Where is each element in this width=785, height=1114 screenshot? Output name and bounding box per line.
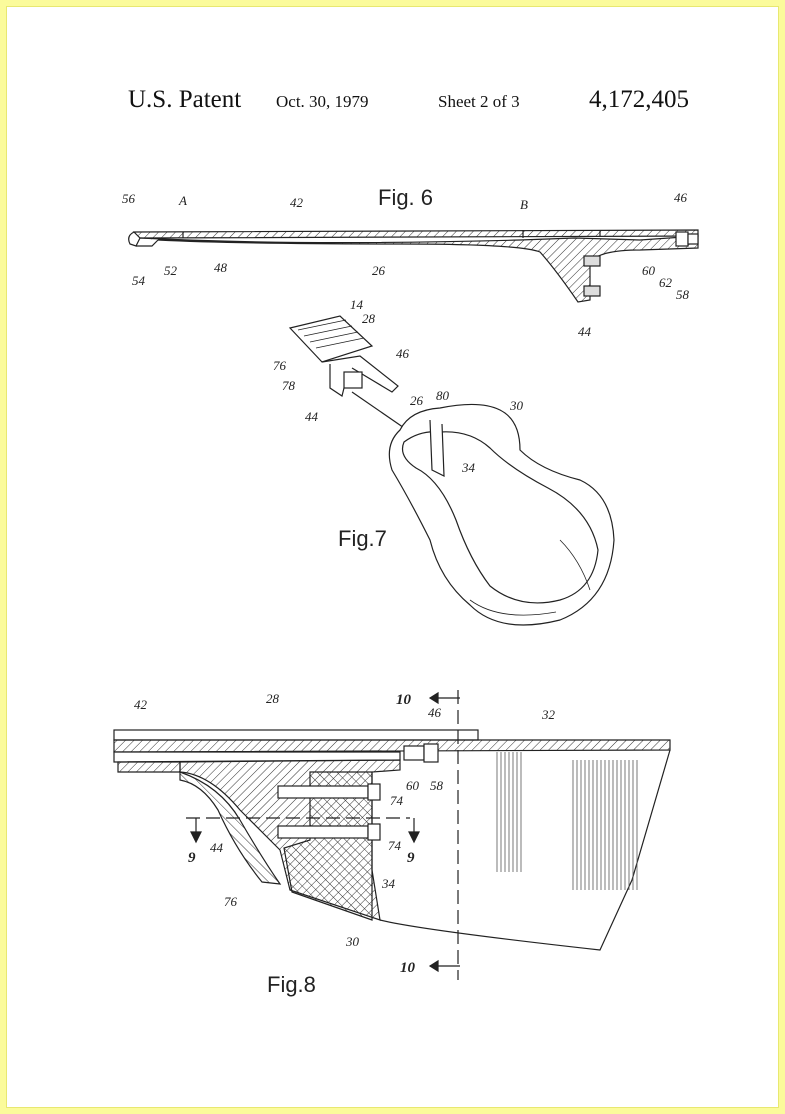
fig8-label: Fig.8: [267, 972, 316, 997]
fig6-ref: 62: [659, 275, 673, 290]
fig8-ref: 46: [428, 705, 442, 720]
fig6-ref: 42: [290, 195, 304, 210]
fig8-ref: 60: [406, 778, 420, 793]
fig8-ref: 10: [396, 692, 412, 708]
fig6-ref: 56: [122, 191, 136, 206]
fig6-ref: 60: [642, 263, 656, 278]
fig8-ref: 76: [224, 894, 238, 909]
figure-7: Fig.7: [290, 316, 614, 625]
fig7-ref: 28: [362, 311, 376, 326]
fig7-ref: 34: [461, 460, 476, 475]
fig7-ref: 26: [410, 393, 424, 408]
fig6-ref: 48: [214, 260, 228, 275]
fig7-ref: 46: [396, 346, 410, 361]
fig7-ref: 78: [282, 378, 296, 393]
fig6-ref: 52: [164, 263, 178, 278]
fig8-ref: 32: [541, 707, 556, 722]
fig8-ref: 74: [388, 838, 402, 853]
fig8-ref: 34: [381, 876, 396, 891]
fig8-ref: 28: [266, 691, 280, 706]
fig6-ref: 54: [132, 273, 146, 288]
fig7-ref: 76: [273, 358, 287, 373]
fig6-ref: 26: [372, 263, 386, 278]
fig8-ref: 44: [210, 840, 224, 855]
fig8-ref: 10: [400, 960, 416, 976]
fig6-ref: 46: [674, 190, 688, 205]
fig6-ref: A: [178, 193, 187, 208]
fig6-ref: B: [520, 197, 528, 212]
fig8-ref: 9: [188, 850, 196, 866]
fig7-label: Fig.7: [338, 526, 387, 551]
fig8-ref: 9: [407, 850, 415, 866]
fig6-ref: 44: [578, 324, 592, 339]
fig6-ref: 58: [676, 287, 690, 302]
fig8-ref: 74: [390, 793, 404, 808]
fig7-ref: 44: [305, 409, 319, 424]
fig7-ref: 30: [509, 398, 524, 413]
fig7-ref: 14: [350, 297, 364, 312]
fig7-ref: 80: [436, 388, 450, 403]
fig8-ref: 30: [345, 934, 360, 949]
fig6-label: Fig. 6: [378, 185, 433, 210]
fig8-ref: 58: [430, 778, 444, 793]
fig8-ref: 42: [134, 697, 148, 712]
figure-6: Fig. 6: [129, 185, 698, 302]
